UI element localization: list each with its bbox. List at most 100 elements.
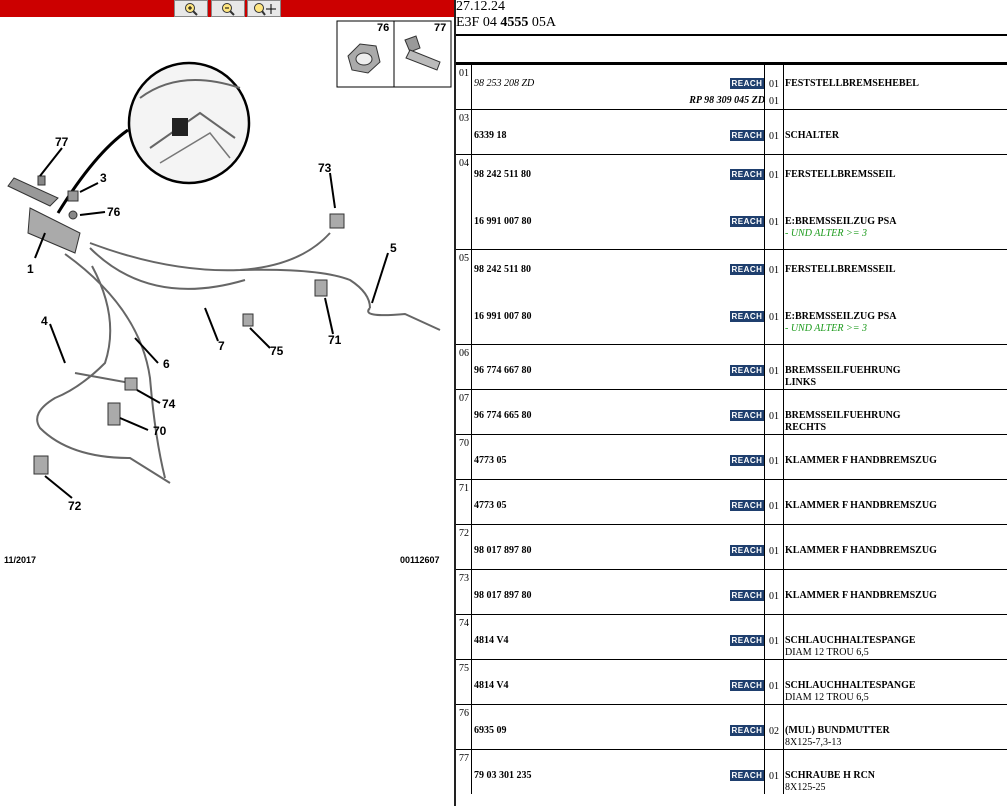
reach-badge[interactable]: REACH xyxy=(730,264,764,275)
part-number[interactable]: 16 991 007 80 xyxy=(474,216,532,227)
reach-badge[interactable]: REACH xyxy=(730,545,764,556)
column-separator xyxy=(783,345,784,389)
part-number[interactable]: 96 774 665 80 xyxy=(474,410,532,421)
part-number[interactable]: 98 242 511 80 xyxy=(474,264,531,275)
inset-label-77: 77 xyxy=(434,22,446,34)
quantity: 01 xyxy=(769,546,779,557)
part-description-detail: - UND ALTER >= 3 xyxy=(785,228,868,239)
part-number[interactable]: 4773 05 xyxy=(474,455,507,466)
reach-badge[interactable]: REACH xyxy=(730,455,764,466)
reach-badge[interactable]: REACH xyxy=(730,770,764,781)
pane-divider[interactable] xyxy=(454,0,456,806)
column-separator xyxy=(471,110,472,154)
reach-badge[interactable]: REACH xyxy=(730,725,764,736)
column-separator xyxy=(471,250,472,344)
part-number[interactable]: 16 991 007 80 xyxy=(474,311,532,322)
reach-badge[interactable]: REACH xyxy=(730,410,764,421)
reach-badge[interactable]: REACH xyxy=(730,365,764,376)
part-number[interactable]: 4814 V4 xyxy=(474,680,509,691)
part-number[interactable]: 79 03 301 235 xyxy=(474,770,532,781)
reach-badge[interactable]: REACH xyxy=(730,635,764,646)
column-separator xyxy=(471,750,472,794)
part-description: KLAMMER F HANDBREMSZUG xyxy=(785,545,937,556)
table-top-rule xyxy=(456,62,1007,64)
column-separator xyxy=(783,250,784,344)
reach-badge[interactable]: REACH xyxy=(730,169,764,180)
callout-73: 73 xyxy=(318,161,332,175)
column-separator xyxy=(471,570,472,614)
column-separator xyxy=(764,155,765,249)
reach-badge[interactable]: REACH xyxy=(730,216,764,227)
part-number[interactable]: 4773 05 xyxy=(474,500,507,511)
part-number[interactable]: 6935 09 xyxy=(474,725,507,736)
reach-badge[interactable]: REACH xyxy=(730,680,764,691)
row-number: 76 xyxy=(459,708,469,719)
column-separator xyxy=(783,65,784,109)
part-description: E:BREMSSEILZUG PSA xyxy=(785,216,897,227)
part-description: KLAMMER F HANDBREMSZUG xyxy=(785,590,937,601)
zoom-fit-button[interactable] xyxy=(247,0,281,17)
column-separator xyxy=(471,660,472,704)
part-number[interactable]: 98 253 208 ZD xyxy=(474,78,535,89)
part-number[interactable]: RP 98 309 045 ZD xyxy=(689,95,765,106)
inset-label-76: 76 xyxy=(377,22,389,34)
reach-badge[interactable]: REACH xyxy=(730,311,764,322)
zoom-out-button[interactable] xyxy=(211,0,245,17)
reach-badge[interactable]: REACH xyxy=(730,500,764,511)
reach-badge[interactable]: REACH xyxy=(730,130,764,141)
callout-7: 7 xyxy=(218,339,225,353)
quantity: 01 xyxy=(769,681,779,692)
part-entry[interactable]: 98 017 897 80 REACH 01 KLAMMER F HANDBREMSZ… xyxy=(456,545,1007,559)
column-separator xyxy=(764,615,765,659)
callout-71: 71 xyxy=(328,333,342,347)
zoom-out-icon xyxy=(222,2,235,16)
part-number[interactable]: 4814 V4 xyxy=(474,635,509,646)
column-separator xyxy=(783,155,784,249)
part-number[interactable]: 98 242 511 80 xyxy=(474,169,531,180)
part-number[interactable]: 96 774 667 80 xyxy=(474,365,532,376)
column-separator xyxy=(764,525,765,569)
column-separator xyxy=(764,250,765,344)
part-description-detail: 8X125-7,3-13 xyxy=(785,737,842,748)
reach-badge[interactable]: REACH xyxy=(730,78,764,89)
reach-badge[interactable]: REACH xyxy=(730,590,764,601)
part-description-detail: 8X125-25 xyxy=(785,782,826,793)
zoom-in-button[interactable] xyxy=(174,0,208,17)
part-number[interactable]: 98 017 897 80 xyxy=(474,590,532,601)
part-number[interactable]: 6339 18 xyxy=(474,130,507,141)
row-number: 73 xyxy=(459,573,469,584)
callout-72: 72 xyxy=(68,499,82,513)
part-number[interactable]: 98 017 897 80 xyxy=(474,545,532,556)
quantity: 01 xyxy=(769,79,779,90)
